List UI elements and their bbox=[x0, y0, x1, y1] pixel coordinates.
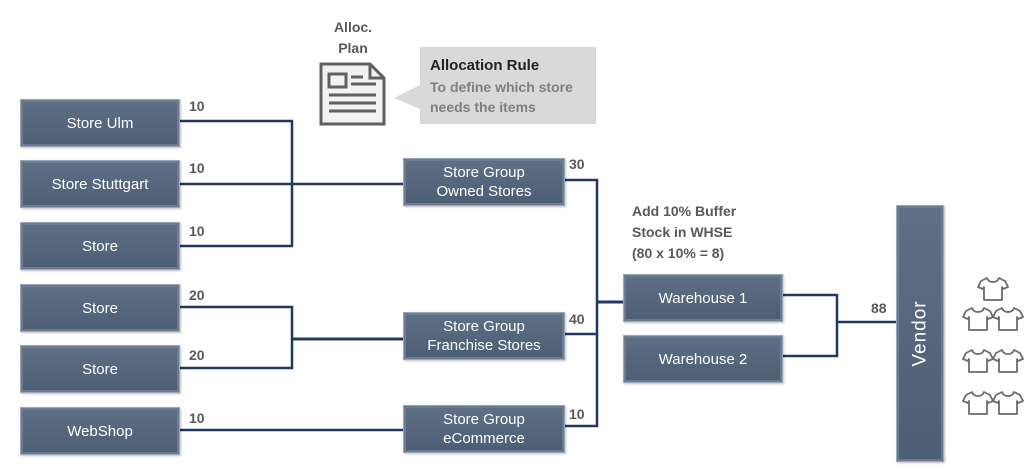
warehouse-node-2[interactable]: Warehouse 2 bbox=[623, 335, 783, 383]
store-qty-6: 10 bbox=[189, 410, 205, 426]
store-qty-3: 10 bbox=[189, 223, 205, 239]
store-node-4[interactable]: Store bbox=[20, 284, 180, 332]
store-node-stuttgart[interactable]: Store Stuttgart bbox=[20, 160, 180, 208]
group-ecommerce-line1: Store Group bbox=[443, 411, 525, 428]
group-franchise-line1: Store Group bbox=[443, 318, 525, 335]
tshirt-icon bbox=[992, 390, 1024, 416]
store-qty-5: 20 bbox=[189, 347, 205, 363]
document-icon bbox=[319, 62, 386, 126]
callout-title: Allocation Rule bbox=[430, 57, 540, 74]
group-qty-ecommerce: 10 bbox=[569, 406, 585, 422]
callout-body-line1: To define which store bbox=[430, 79, 573, 95]
tshirt-icon bbox=[962, 390, 994, 416]
vendor-node[interactable]: Vendor bbox=[896, 205, 944, 462]
buffer-note-line3: (80 x 10% = 8) bbox=[632, 245, 725, 261]
tshirt-icon bbox=[977, 276, 1009, 302]
connector-warehouses-merge bbox=[783, 293, 839, 358]
store-qty-4: 20 bbox=[189, 287, 205, 303]
callout-pointer bbox=[394, 85, 420, 109]
buffer-note-line1: Add 10% Buffer bbox=[632, 203, 737, 219]
warehouse-node-1[interactable]: Warehouse 1 bbox=[623, 274, 783, 322]
tshirt-icon bbox=[992, 306, 1024, 332]
vendor-qty: 88 bbox=[871, 300, 887, 316]
alloc-plan-label-line1: Alloc. bbox=[333, 19, 373, 35]
vendor-label: Vendor bbox=[909, 300, 931, 367]
store-node-3[interactable]: Store bbox=[20, 222, 180, 270]
group-node-owned[interactable]: Store Group Owned Stores bbox=[403, 158, 565, 206]
connector-groups-warehouse bbox=[565, 178, 599, 428]
group-ecommerce-line2: eCommerce bbox=[443, 430, 525, 447]
tshirt-icon bbox=[962, 306, 994, 332]
store-qty-1: 10 bbox=[189, 98, 205, 114]
group-owned-line1: Store Group bbox=[443, 164, 525, 181]
callout-body: To define which store needs the items bbox=[430, 77, 595, 117]
alloc-plan-label: Alloc. Plan bbox=[322, 17, 384, 59]
group-node-franchise[interactable]: Store Group Franchise Stores bbox=[403, 312, 565, 360]
store-node-webshop[interactable]: WebShop bbox=[20, 407, 180, 455]
store-node-ulm[interactable]: Store Ulm bbox=[20, 99, 180, 147]
group-qty-franchise: 40 bbox=[569, 311, 585, 327]
tshirt-icon bbox=[962, 348, 994, 374]
group-qty-owned: 30 bbox=[569, 156, 585, 172]
allocation-rule-callout: Allocation Rule To define which store ne… bbox=[420, 47, 596, 124]
store-qty-2: 10 bbox=[189, 160, 205, 176]
group-franchise-line2: Franchise Stores bbox=[427, 337, 541, 354]
group-owned-line2: Owned Stores bbox=[436, 183, 532, 200]
buffer-note: Add 10% Buffer Stock in WHSE (80 x 10% =… bbox=[632, 201, 736, 264]
callout-body-line2: needs the items bbox=[430, 99, 536, 115]
store-node-5[interactable]: Store bbox=[20, 345, 180, 393]
buffer-note-line2: Stock in WHSE bbox=[632, 224, 733, 240]
alloc-plan-label-line2: Plan bbox=[338, 40, 368, 56]
group-node-ecommerce[interactable]: Store Group eCommerce bbox=[403, 405, 565, 453]
tshirt-icon bbox=[992, 348, 1024, 374]
